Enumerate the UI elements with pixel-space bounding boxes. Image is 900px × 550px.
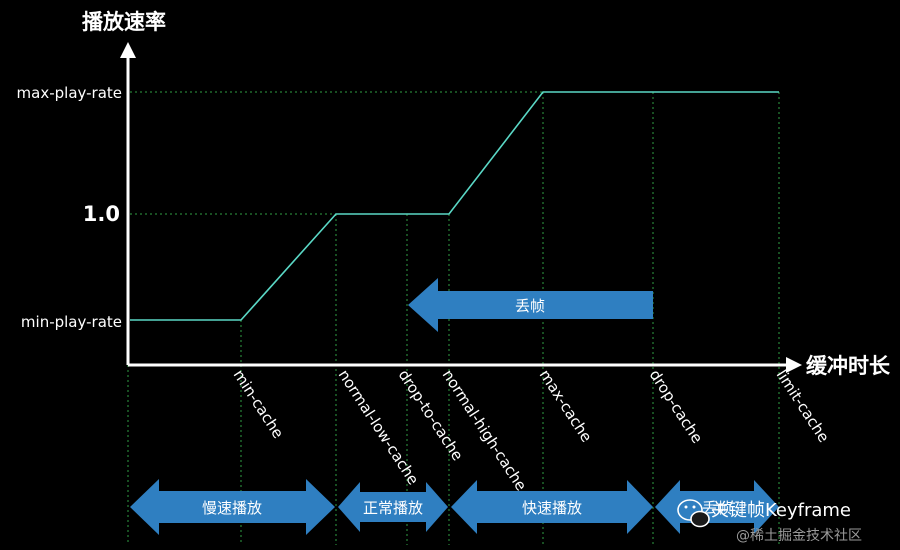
watermark-site: @稀土掘金技术社区: [736, 528, 862, 544]
watermark: 关键帧Keyframe @稀土掘金技术社区: [677, 499, 862, 544]
phase-drop-label: 丢帧: [702, 499, 732, 517]
drop-frame-arrow: 丢帧: [408, 278, 653, 332]
phase-arrows: 慢速播放 正常播放 快速播放 丢帧: [130, 479, 779, 535]
y-axis-label: 播放速率: [82, 10, 166, 34]
watermark-brand: 关键帧Keyframe: [711, 500, 851, 521]
y-tick-1-0: 1.0: [83, 202, 120, 226]
rate-curve: [130, 91, 779, 321]
x-tick-limit-cache: limit-cache: [773, 366, 833, 445]
phase-fast-arrow: [451, 480, 653, 534]
phase-slow-arrow: [130, 479, 335, 535]
wechat-logo-icon: [677, 499, 710, 528]
x-tick-drop-cache: drop-cache: [646, 366, 707, 446]
x-tick-min-cache: min-cache: [230, 366, 288, 441]
phase-normal: 正常播放: [338, 482, 448, 532]
phase-normal-arrow: [338, 482, 448, 532]
drop-frame-arrow-label: 丢帧: [515, 297, 545, 315]
phase-drop: 丢帧: [655, 480, 779, 534]
x-axis-arrowhead: [786, 357, 802, 373]
phase-fast-label: 快速播放: [522, 499, 582, 517]
x-axis-label: 缓冲时长: [806, 354, 891, 378]
phase-slow-label: 慢速播放: [202, 499, 262, 517]
y-tick-max-play-rate: max-play-rate: [17, 84, 122, 102]
phase-drop-arrow: [655, 480, 779, 534]
y-axis-arrowhead: [120, 42, 136, 58]
phase-fast: 快速播放: [451, 480, 653, 534]
axes: [120, 42, 802, 373]
drop-frame-arrow-shape: [408, 278, 653, 332]
phase-slow: 慢速播放: [130, 479, 335, 535]
phase-normal-label: 正常播放: [363, 499, 423, 517]
x-tick-normal-high-cache: normal-high-cache: [439, 366, 531, 494]
x-tick-max-cache: max-cache: [536, 366, 596, 445]
y-tick-min-play-rate: min-play-rate: [21, 313, 122, 331]
